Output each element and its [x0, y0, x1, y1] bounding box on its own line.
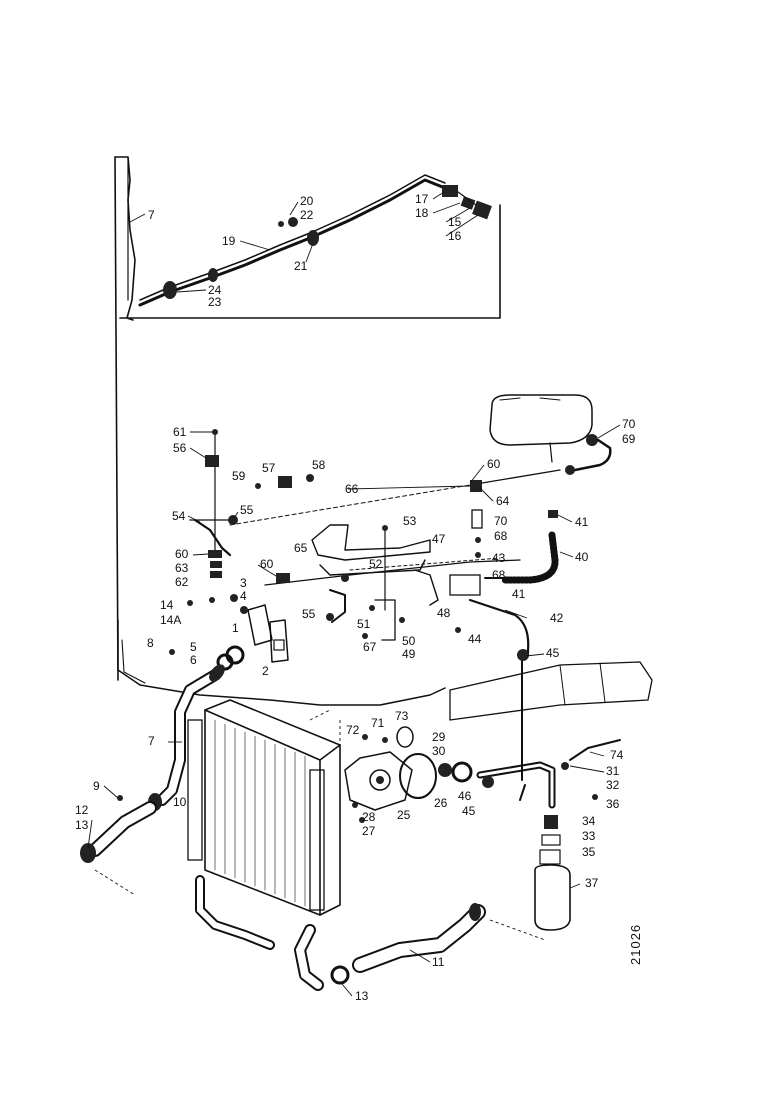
- callout-47: 47: [432, 532, 446, 546]
- callout-20: 20: [300, 194, 314, 208]
- callout-9: 9: [93, 779, 100, 793]
- callout-36: 36: [606, 797, 620, 811]
- callout-63: 63: [175, 561, 189, 575]
- figure-number: 21026: [628, 924, 643, 965]
- callout-13: 13: [75, 818, 89, 832]
- callout-50: 50: [402, 634, 416, 648]
- callout-labels: 7 20 22 19 21 17 18 15 16 24 23 70 69 61…: [75, 192, 643, 1003]
- callout-28: 28: [362, 810, 376, 824]
- radiator-assembly: [80, 664, 546, 991]
- callout-3: 3: [240, 576, 247, 590]
- callout-34: 34: [582, 814, 596, 828]
- expansion-tank: [489, 394, 612, 475]
- callout-33: 33: [582, 829, 596, 843]
- callout-64: 64: [496, 494, 510, 508]
- callout-6: 6: [190, 653, 197, 667]
- callout-73: 73: [395, 709, 409, 723]
- callout-59: 59: [232, 469, 246, 483]
- callout-12: 12: [75, 803, 89, 817]
- callout-70: 70: [622, 417, 636, 431]
- callout-45: 45: [546, 646, 560, 660]
- callout-58: 58: [312, 458, 326, 472]
- callout-7: 7: [148, 734, 155, 748]
- heater-pipe-7: [117, 619, 446, 706]
- callout-61: 61: [173, 425, 187, 439]
- callout-11: 11: [432, 955, 445, 969]
- callout-49: 49: [402, 647, 416, 661]
- callout-60: 60: [175, 547, 189, 561]
- callout-60: 60: [260, 557, 274, 571]
- callout-14: 14: [160, 598, 174, 612]
- callout-51: 51: [357, 617, 371, 631]
- clip-19: [208, 268, 218, 282]
- callout-2: 2: [262, 664, 269, 678]
- callout-17: 17: [415, 192, 429, 206]
- callout-52: 52: [369, 557, 383, 571]
- callout-25: 25: [397, 808, 411, 822]
- callout-31: 31: [606, 764, 620, 778]
- callout-24: 24: [208, 283, 222, 297]
- callout-55: 55: [240, 503, 254, 517]
- water-pump-area: [309, 649, 653, 931]
- callout-32: 32: [606, 778, 620, 792]
- callout-74: 74: [610, 748, 624, 762]
- callout-67: 67: [363, 640, 377, 654]
- callout-30: 30: [432, 744, 446, 758]
- callout-71: 71: [371, 716, 385, 730]
- callout-46: 46: [458, 789, 472, 803]
- callout-23: 23: [208, 295, 222, 309]
- callout-48: 48: [437, 606, 451, 620]
- callout-1: 1: [232, 621, 239, 635]
- mid-assembly: [189, 429, 561, 657]
- leader-lines: [87, 191, 621, 997]
- callout-55: 55: [302, 607, 316, 621]
- callout-8: 8: [147, 636, 154, 650]
- clip-21: [307, 230, 319, 246]
- callout-14A: 14A: [160, 613, 181, 627]
- callout-21: 21: [294, 259, 308, 273]
- callout-4: 4: [240, 589, 247, 603]
- callout-41: 41: [575, 515, 589, 529]
- callout-69: 69: [622, 432, 636, 446]
- callout-37: 37: [585, 876, 599, 890]
- callout-44: 44: [468, 632, 482, 646]
- callout-68: 68: [494, 529, 508, 543]
- callout-45: 45: [462, 804, 476, 818]
- callout-27: 27: [362, 824, 376, 838]
- callout-35: 35: [582, 845, 596, 859]
- callout-42: 42: [550, 611, 564, 625]
- callout-65: 65: [294, 541, 308, 555]
- callout-19: 19: [222, 234, 236, 248]
- callout-41: 41: [512, 587, 526, 601]
- callout-5: 5: [190, 640, 197, 654]
- callout-10: 10: [173, 795, 187, 809]
- callout-72: 72: [346, 723, 360, 737]
- callout-62: 62: [175, 575, 189, 589]
- callout-57: 57: [262, 461, 276, 475]
- callout-40: 40: [575, 550, 589, 564]
- callout-56: 56: [173, 441, 187, 455]
- callout-54: 54: [172, 509, 186, 523]
- callout-53: 53: [403, 514, 417, 528]
- callout-7: 7: [148, 208, 155, 222]
- callout-68: 68: [492, 568, 506, 582]
- callout-26: 26: [434, 796, 448, 810]
- callout-70: 70: [494, 514, 508, 528]
- clip-23-24: [163, 281, 177, 299]
- callout-60: 60: [487, 457, 501, 471]
- callout-13: 13: [355, 989, 369, 1003]
- callout-18: 18: [415, 206, 429, 220]
- inset-detail: [114, 156, 501, 681]
- callout-29: 29: [432, 730, 446, 744]
- thermostat-housing: [169, 594, 289, 671]
- callout-16: 16: [448, 229, 462, 243]
- callout-43: 43: [492, 551, 506, 565]
- callout-22: 22: [300, 208, 314, 222]
